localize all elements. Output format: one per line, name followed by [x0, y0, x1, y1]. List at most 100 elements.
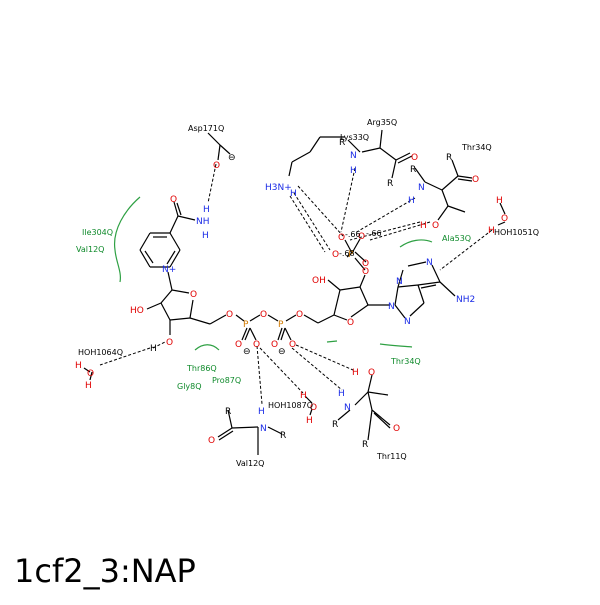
- val12-carbonyl-o: O: [208, 436, 215, 446]
- thr34-top-hydroxyl: O: [432, 221, 439, 231]
- hoh1064-h-bottom: H: [85, 381, 92, 391]
- arg35-r: R: [387, 179, 393, 189]
- label-pro87: Pro87Q: [212, 376, 241, 385]
- phosphorus-2: P: [278, 320, 284, 330]
- lys33-nh: H: [350, 166, 357, 176]
- bridge-oxygen: O: [260, 310, 267, 320]
- adenosine-ribose: [317, 274, 390, 324]
- phosphate-3-oxo: O: [362, 259, 369, 269]
- phosphate-2-oxo: O: [271, 340, 278, 350]
- phosphate-charge-2: -.66: [366, 229, 382, 238]
- label-thr34-top: Thr34Q: [461, 143, 492, 152]
- phosphate-1-charge: ⊖: [243, 347, 251, 357]
- thr34-bottom-nitrogen: N: [344, 403, 351, 413]
- adenosine-ribose-oxygen: O: [347, 318, 354, 328]
- val12-r: R: [280, 431, 286, 441]
- hoh1064-h-left: H: [75, 361, 82, 371]
- asp171-charge: ⊖: [228, 153, 236, 163]
- hydrophobic-arc-thr86: [194, 344, 220, 351]
- nicotinamide-ring: [139, 201, 196, 268]
- label-ile304: Ile304Q: [82, 228, 113, 237]
- phosphate-2-charge: ⊖: [278, 347, 286, 357]
- ester-oxygen-2: O: [296, 310, 303, 320]
- adenosine-ribose-hydroxyl: OH: [312, 276, 326, 286]
- adenine-n7: N: [404, 317, 411, 327]
- thr34-top-r2: R: [446, 153, 452, 163]
- phosphate-3-oxygen-a: O: [338, 233, 345, 243]
- thr34-top-carbonyl-o: O: [472, 175, 479, 185]
- nicotinamide-ribose: [146, 271, 227, 335]
- hoh1051-h: H: [488, 226, 495, 236]
- phosphate-charge-3: -.68: [339, 249, 355, 258]
- hydrophobic-arc-small: [326, 340, 338, 343]
- asp171-skeleton: [207, 132, 231, 161]
- hydroxyl-h: H: [150, 344, 157, 354]
- hoh1051-skeleton: [497, 202, 506, 226]
- thr34-bottom-h: H: [338, 389, 345, 399]
- hoh1064-oxygen: O: [87, 369, 94, 379]
- phosphate-2prime: [344, 238, 367, 271]
- thr34-bottom-r2: R: [362, 440, 368, 450]
- label-hoh1064: HOH1064Q: [78, 348, 123, 357]
- thr34-bottom-carbonyl-o: O: [393, 424, 400, 434]
- label-thr11: Thr11Q: [376, 452, 407, 461]
- hoh1051-oxygen: O: [501, 214, 508, 224]
- phosphate-3-oxygen-c: O: [332, 250, 339, 260]
- val12-bottom-skeleton: [217, 409, 283, 455]
- lys33-nitrogen: N: [350, 151, 357, 161]
- pyrophosphate: [235, 314, 319, 341]
- adenine-n9: N: [388, 302, 395, 312]
- label-arg35: Arg35Q: [367, 118, 397, 127]
- thr34-top-r: R: [410, 165, 416, 175]
- adenine-amine: NH2: [456, 295, 475, 305]
- label-hoh1087: HOH1087Q: [268, 401, 313, 410]
- adenine-ring: [394, 261, 456, 319]
- label-thr86: Thr86Q: [186, 364, 217, 373]
- label-val12-bottom: Val12Q: [236, 459, 264, 468]
- label-ala53: Ala53Q: [442, 234, 471, 243]
- phosphate-1-oxygen: O: [253, 340, 260, 350]
- thr34-bottom-hydroxyl: O: [368, 368, 375, 378]
- amide-oxygen: O: [170, 195, 177, 205]
- hoh1051-h-top: H: [496, 196, 503, 206]
- arg35-carbonyl-o: O: [411, 153, 418, 163]
- residue-atoms: O ⊖ H3N+ H R N H O R R N H O R O H H O H…: [75, 138, 508, 450]
- adenine-n1: N: [426, 258, 433, 268]
- nicotinamide-ribose-oxygen-3: O: [166, 338, 173, 348]
- hydrophobic-arc-thr34: [379, 343, 413, 348]
- hydrogen-bonds: [99, 163, 493, 405]
- phosphate-3-oxygen-b: O: [358, 232, 365, 242]
- adenosine-2prime-oxygen: O: [362, 267, 369, 277]
- arg35-skeleton: [347, 129, 413, 179]
- hoh1087-h-bottom: H: [306, 416, 313, 426]
- pyridinium-nitrogen: N+: [162, 265, 176, 275]
- hoh1087-oxygen: O: [310, 403, 317, 413]
- hoh1087-h: H: [300, 391, 307, 401]
- amide-h-upper: H: [203, 205, 210, 215]
- phosphorus-1: P: [243, 320, 249, 330]
- adenine-n3: N: [396, 277, 403, 287]
- nicotinamide-ribose-oxygen: O: [190, 290, 197, 300]
- label-asp171: Asp171Q: [188, 124, 224, 133]
- label-thr34-bottom: Thr34Q: [390, 357, 421, 366]
- ester-oxygen-1: O: [226, 310, 233, 320]
- val12-h: H: [258, 407, 265, 417]
- thr34-top-nh: H: [408, 196, 415, 206]
- hoh1087-skeleton: [304, 395, 313, 416]
- atom-labels: O NH H H N+ O HO O H O P O P O O O ⊖ O O…: [130, 195, 475, 357]
- ligand-title: 1cf2_3:NAP: [14, 552, 196, 590]
- lys33-skeleton: [288, 136, 345, 177]
- thr34-bottom-skeleton: [337, 374, 391, 441]
- label-hoh1051: HOH1051Q: [494, 228, 539, 237]
- phosphorus-3: P: [348, 250, 354, 260]
- val12-nitrogen: N: [260, 424, 267, 434]
- hydrophobic-arc-ile304: [113, 196, 141, 283]
- phosphate-1-oxo: O: [235, 340, 242, 350]
- thr34-top-hydroxyl-h: H: [420, 221, 427, 231]
- val12-r2: R: [225, 407, 231, 417]
- hydrophobic-arc-ala53: [399, 239, 433, 248]
- phosphate-charge-1: -.66: [345, 230, 361, 239]
- thr34-bottom-h2: H: [352, 368, 359, 378]
- residue-labels: Asp171Q Lys33Q Arg35Q Thr34Q Ile304Q Val…: [76, 118, 539, 468]
